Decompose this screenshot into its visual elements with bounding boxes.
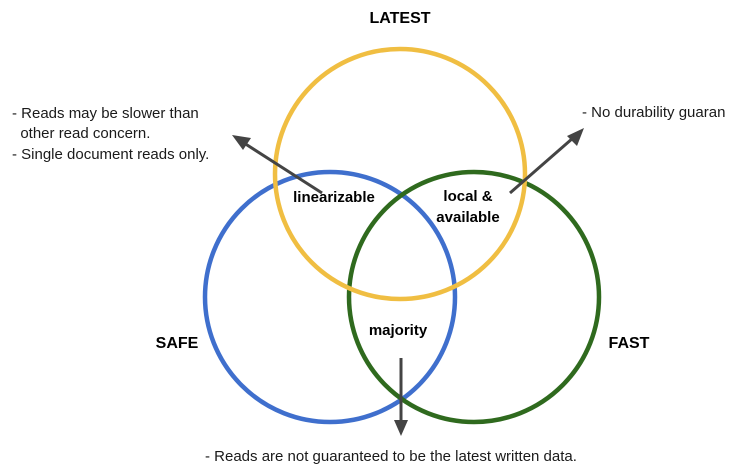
safe-circle bbox=[202, 169, 458, 425]
local-available-label-line2: available bbox=[436, 209, 499, 226]
linearizable-arrow bbox=[232, 135, 323, 195]
local-available-arrow bbox=[509, 128, 584, 195]
safe-title: SAFE bbox=[156, 335, 199, 352]
latest-circle bbox=[272, 46, 528, 302]
majority-arrow bbox=[394, 358, 408, 436]
fast-circle bbox=[346, 169, 602, 425]
majority-note: - Reads are not guaranteed to be the lat… bbox=[205, 448, 577, 465]
local-available-label-line1: local & bbox=[443, 188, 492, 205]
majority-label: majority bbox=[369, 322, 428, 339]
linearizable-note-line2: other read concern. bbox=[12, 125, 150, 142]
linearizable-label: linearizable bbox=[293, 189, 375, 206]
linearizable-note-line3: - Single document reads only. bbox=[12, 146, 209, 163]
local-available-note: - No durability guaran bbox=[582, 104, 725, 121]
fast-title: FAST bbox=[609, 335, 650, 352]
linearizable-note-line1: - Reads may be slower than bbox=[12, 105, 199, 122]
latest-title: LATEST bbox=[369, 10, 430, 27]
